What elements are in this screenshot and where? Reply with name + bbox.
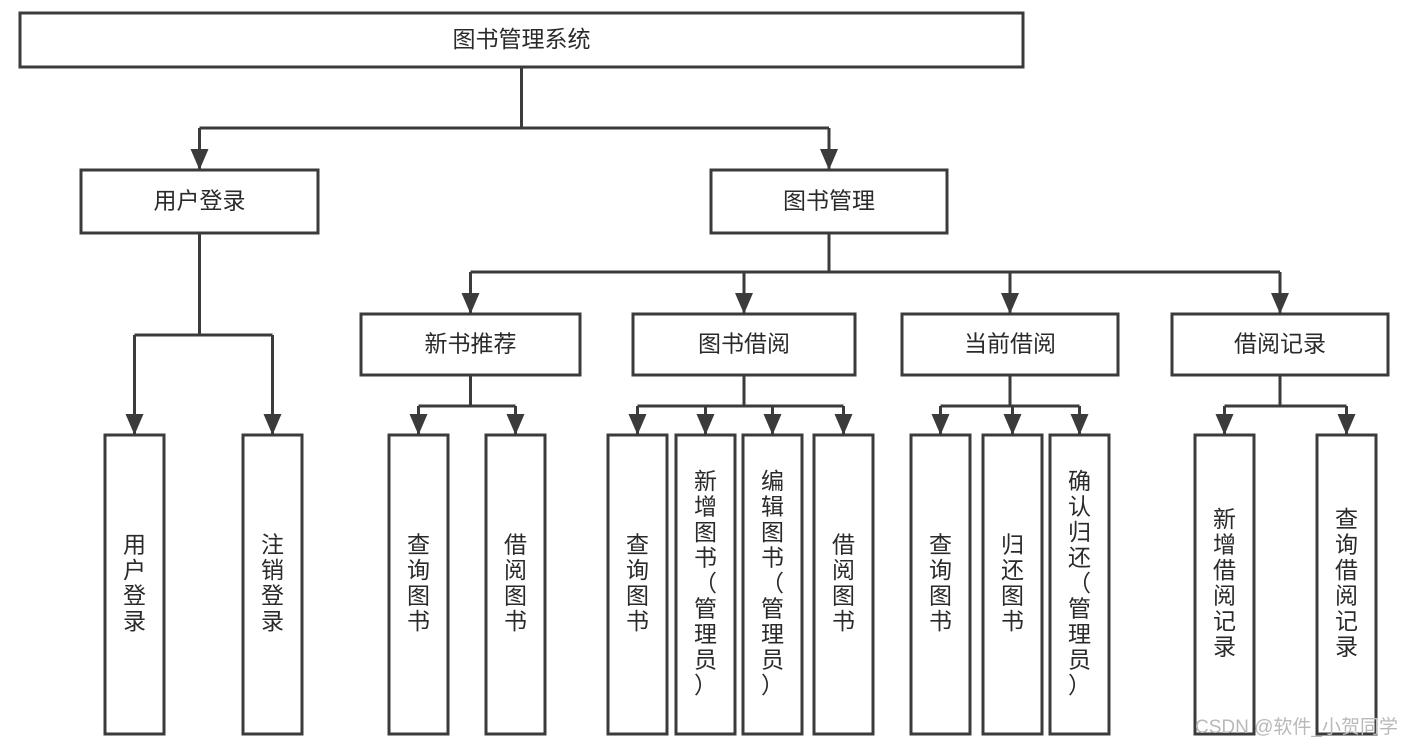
node-label-leaf-confirm-return: 确认归还（管理员） (1068, 468, 1091, 698)
arrow-head-leaf-borrow-book-recommend (506, 414, 525, 435)
node-leaf-query-book-current[interactable]: 查询图书 (909, 433, 972, 736)
node-current-borrow[interactable]: 当前借阅 (900, 312, 1120, 377)
arrow-head-book-borrow (735, 293, 753, 314)
node-box-new-book-recommend[interactable] (359, 312, 582, 377)
node-label-leaf-logout: 注销登录 (261, 532, 284, 635)
node-leaf-query-book-borrow[interactable]: 查询图书 (606, 433, 669, 736)
node-new-book-recommend[interactable]: 新书推荐 (359, 312, 582, 377)
node-layer: 图书管理系统用户登录图书管理新书推荐图书借阅当前借阅借阅记录用户登录注销登录查询… (18, 11, 1390, 736)
node-box-leaf-logout[interactable] (241, 433, 304, 736)
node-leaf-borrow-book-recommend[interactable]: 借阅图书 (484, 433, 547, 736)
node-leaf-query-record[interactable]: 查询借阅记录 (1315, 433, 1378, 736)
node-label-new-book-recommend: 新书推荐 (425, 331, 517, 357)
node-leaf-confirm-return[interactable]: 确认归还（管理员） (1048, 433, 1111, 736)
node-box-leaf-user-login[interactable] (103, 433, 166, 736)
node-book-management[interactable]: 图书管理 (709, 168, 949, 235)
csdn-watermark: CSDN @软件_小贺同学 (1195, 716, 1398, 738)
node-box-leaf-return-book[interactable] (981, 433, 1044, 736)
node-borrow-record[interactable]: 借阅记录 (1170, 312, 1390, 377)
arrow-head-leaf-confirm-return (1070, 414, 1089, 435)
node-label-leaf-query-book-borrow: 查询图书 (626, 532, 649, 635)
node-label-leaf-query-book-current: 查询图书 (929, 532, 952, 635)
node-label-leaf-user-login: 用户登录 (123, 532, 146, 635)
arrow-head-leaf-query-book-current (931, 414, 950, 435)
node-leaf-borrow-book[interactable]: 借阅图书 (812, 433, 875, 736)
node-box-borrow-record[interactable] (1170, 312, 1390, 377)
node-leaf-user-login[interactable]: 用户登录 (103, 433, 166, 736)
node-label-borrow-record: 借阅记录 (1234, 331, 1326, 357)
node-box-leaf-confirm-return[interactable] (1048, 433, 1111, 736)
node-leaf-return-book[interactable]: 归还图书 (981, 433, 1044, 736)
node-box-leaf-query-record[interactable] (1315, 433, 1378, 736)
node-user-login[interactable]: 用户登录 (79, 168, 320, 235)
node-box-leaf-query-book-current[interactable] (909, 433, 972, 736)
node-box-root[interactable] (18, 11, 1025, 69)
node-label-leaf-add-book: 新增图书（管理员） (694, 468, 717, 698)
connector-layer (125, 67, 1356, 435)
node-label-root: 图书管理系统 (453, 26, 591, 52)
arrow-head-current-borrow (1001, 293, 1019, 314)
arrow-head-leaf-query-book-recommend (409, 414, 428, 435)
node-box-leaf-query-book-borrow[interactable] (606, 433, 669, 736)
node-label-book-borrow: 图书借阅 (698, 331, 790, 357)
node-label-leaf-borrow-book: 借阅图书 (832, 532, 855, 635)
arrow-head-borrow-record (1271, 293, 1289, 314)
node-box-leaf-add-record[interactable] (1193, 433, 1256, 736)
arrow-head-leaf-borrow-book (834, 414, 853, 435)
arrow-head-book-management (820, 149, 838, 170)
node-box-user-login[interactable] (79, 168, 320, 235)
node-book-borrow[interactable]: 图书借阅 (631, 312, 857, 377)
node-box-current-borrow[interactable] (900, 312, 1120, 377)
node-leaf-add-book[interactable]: 新增图书（管理员） (674, 433, 737, 736)
node-box-leaf-add-book[interactable] (674, 433, 737, 736)
node-label-leaf-return-book: 归还图书 (1001, 532, 1024, 635)
arrow-head-leaf-logout (263, 414, 282, 435)
node-box-leaf-query-book-recommend[interactable] (387, 433, 450, 736)
node-leaf-query-book-recommend[interactable]: 查询图书 (387, 433, 450, 736)
node-leaf-add-record[interactable]: 新增借阅记录 (1193, 433, 1256, 736)
node-box-leaf-borrow-book-recommend[interactable] (484, 433, 547, 736)
node-box-book-borrow[interactable] (631, 312, 857, 377)
node-label-leaf-query-record: 查询借阅记录 (1335, 506, 1358, 660)
node-leaf-logout[interactable]: 注销登录 (241, 433, 304, 736)
node-box-book-management[interactable] (709, 168, 949, 235)
arrow-head-leaf-query-book-borrow (628, 414, 647, 435)
node-label-leaf-query-book-recommend: 查询图书 (407, 532, 430, 635)
node-label-user-login: 用户登录 (154, 188, 246, 214)
arrow-head-leaf-add-record (1215, 414, 1234, 435)
node-label-current-borrow: 当前借阅 (964, 331, 1056, 357)
node-label-book-management: 图书管理 (783, 188, 875, 214)
arrow-head-leaf-add-book (696, 414, 715, 435)
node-label-leaf-borrow-book-recommend: 借阅图书 (504, 532, 527, 635)
node-leaf-edit-book[interactable]: 编辑图书（管理员） (741, 433, 804, 736)
arrow-head-leaf-user-login (125, 414, 144, 435)
node-root[interactable]: 图书管理系统 (18, 11, 1025, 69)
node-label-leaf-edit-book: 编辑图书（管理员） (761, 468, 784, 698)
arrow-head-user-login (190, 149, 209, 170)
arrow-head-leaf-edit-book (763, 414, 782, 435)
node-box-leaf-borrow-book[interactable] (812, 433, 875, 736)
arrow-head-new-book-recommend (461, 293, 480, 314)
node-box-leaf-edit-book[interactable] (741, 433, 804, 736)
arrow-head-leaf-return-book (1003, 414, 1022, 435)
arrow-head-leaf-query-record (1337, 414, 1356, 435)
node-label-leaf-add-record: 新增借阅记录 (1213, 506, 1236, 660)
